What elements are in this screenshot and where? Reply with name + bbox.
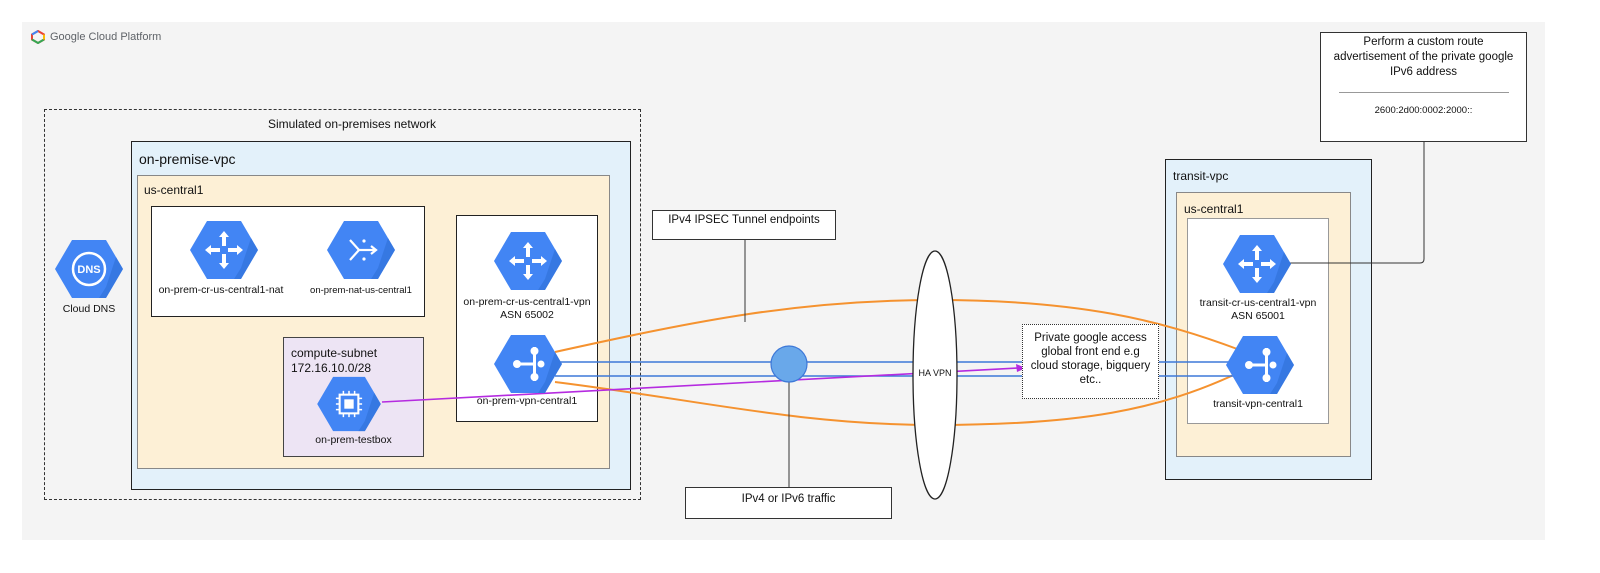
- ha-vpn-label: HA VPN: [918, 368, 952, 378]
- cloud-dns-icon: DNS: [55, 240, 123, 298]
- pga-line-4: etc..: [1079, 374, 1102, 386]
- nat-gateway-label: on-prem-nat-us-central1: [310, 285, 412, 296]
- onprem-vpn-gateway-node: [493, 333, 563, 400]
- onprem-network-title: Simulated on-premises network: [267, 117, 437, 131]
- route-ad-callout: Perform a custom route advertisement of …: [1320, 32, 1527, 142]
- onprem-network-boundary: [44, 109, 641, 500]
- transit-vpn-gateway-label: transit-vpn-central1: [1213, 398, 1303, 410]
- cloud-nat-icon: [327, 221, 395, 279]
- onprem-vpc-title: on-premise-vpc: [139, 151, 236, 167]
- transit-vpn-gateway-node: [1225, 334, 1295, 401]
- onprem-vpn-router-asn: ASN 65002: [500, 309, 554, 321]
- onprem-testbox-label: on-prem-testbox: [315, 434, 392, 446]
- nat-gateway-node: [326, 219, 396, 286]
- gcp-logo-icon: [31, 30, 45, 44]
- pga-callout: Private google access global front end e…: [1022, 324, 1159, 399]
- nat-router-label: on-prem-cr-us-central1-nat: [158, 284, 284, 296]
- testbox-to-pga-flow: [381, 367, 1019, 403]
- traffic-junction-node: [770, 345, 808, 383]
- route-ad-ip: 2600:2d00:0002:2000::: [1374, 105, 1473, 116]
- transit-router-label: transit-cr-us-central1-vpn: [1199, 297, 1317, 309]
- logo-text: Google Cloud Platform: [50, 31, 162, 43]
- route-ad-line-3: IPv6 address: [1389, 66, 1458, 78]
- onprem-vpn-router-node: [493, 230, 563, 297]
- transit-router-node: [1222, 233, 1292, 300]
- router-icon: [190, 221, 258, 279]
- pga-line-2: global front end e.g: [1041, 346, 1140, 358]
- route-ad-line-1: Perform a custom route: [1363, 36, 1484, 48]
- cloud-dns-node: DNS: [54, 238, 124, 305]
- router-icon: [1223, 235, 1291, 293]
- route-ad-divider: [1338, 92, 1509, 93]
- route-ad-connector: [1290, 142, 1425, 264]
- nat-router-node: [189, 219, 259, 286]
- compute-subnet-name: compute-subnet: [291, 346, 378, 360]
- cloud-dns-icon-text: DNS: [77, 264, 100, 276]
- vpn-gateway-icon: [1226, 336, 1294, 394]
- router-icon: [494, 232, 562, 290]
- route-ad-line-2: advertisement of the private google: [1333, 51, 1514, 63]
- vpn-gateway-icon: [494, 335, 562, 393]
- compute-subnet-cidr: 172.16.10.0/28: [291, 361, 372, 375]
- transit-region-label: us-central1: [1184, 202, 1244, 216]
- ha-vpn-ellipse: [912, 250, 958, 500]
- pga-line-1: Private google access: [1034, 332, 1147, 344]
- onprem-region-label: us-central1: [144, 183, 204, 197]
- cloud-dns-label: Cloud DNS: [62, 303, 116, 315]
- onprem-testbox-node: [316, 375, 382, 438]
- transit-vpc-title: transit-vpc: [1173, 169, 1229, 183]
- pga-line-3: cloud storage, bigquery: [1030, 360, 1151, 372]
- onprem-vpn-gateway-label: on-prem-vpn-central1: [476, 395, 578, 407]
- traffic-callout: IPv4 or IPv6 traffic: [685, 487, 892, 519]
- compute-engine-icon: [317, 376, 381, 432]
- flow-arrowhead: [1016, 364, 1026, 372]
- ipsec-callout: IPv4 IPSEC Tunnel endpoints: [652, 210, 836, 240]
- transit-router-asn: ASN 65001: [1231, 310, 1285, 322]
- onprem-vpn-router-label: on-prem-cr-us-central1-vpn: [463, 296, 591, 308]
- gcp-logo: Google Cloud Platform: [30, 30, 161, 44]
